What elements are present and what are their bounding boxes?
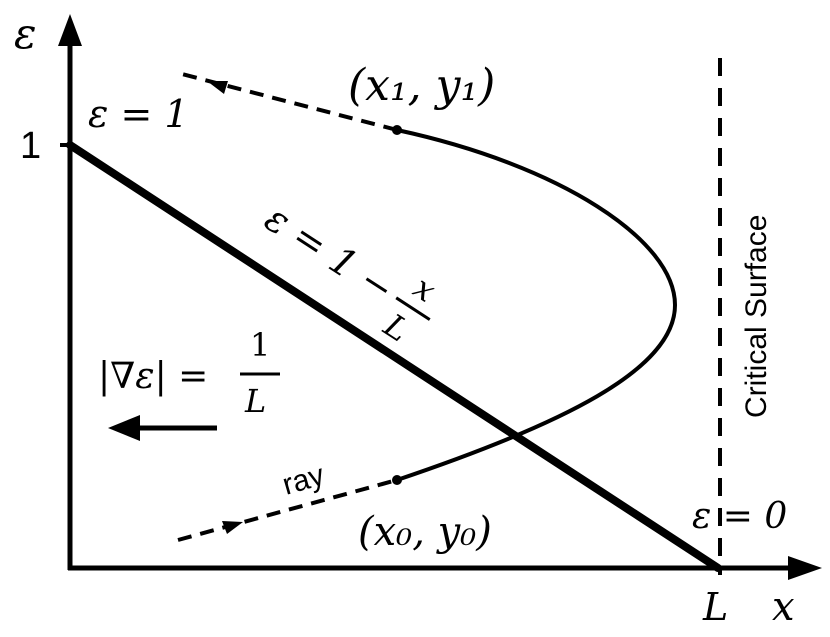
outgoing-ray-arrowhead — [207, 81, 228, 94]
line-equation-lhs: ε = 1 − — [257, 196, 402, 312]
incoming-ray-arrowhead — [222, 521, 243, 534]
line-equation-numerator: x — [407, 268, 443, 310]
permittivity-profile-line — [66, 141, 722, 572]
gradient-label-denominator: L — [244, 382, 266, 420]
point-start-dot — [392, 475, 402, 485]
point-end-label: (x₁, y₁) — [348, 60, 495, 111]
line-equation-fraction-bar — [395, 296, 431, 321]
point-start-label: (x₀, y₀) — [358, 509, 492, 555]
critical-surface-label: Critical Surface — [740, 215, 773, 418]
x-axis-label: x — [772, 584, 795, 630]
line-equation-denominator: L — [376, 306, 415, 350]
ray-label: ray — [279, 459, 328, 502]
y-tick-label: 1 — [20, 125, 41, 167]
gradient-arrowhead — [108, 415, 140, 441]
incoming-ray-dashed — [177, 478, 398, 542]
x-axis-arrowhead — [788, 556, 822, 580]
y-axis-arrowhead — [58, 14, 82, 46]
gradient-label-numerator: 1 — [250, 326, 270, 364]
y-axis-label: ε — [14, 9, 37, 58]
gradient-label-lhs: |∇ε| = — [98, 356, 208, 397]
epsilon-one-label: ε = 1 — [88, 92, 189, 136]
epsilon-zero-label: ε = 0 — [692, 496, 787, 537]
x-tick-label: L — [702, 585, 728, 629]
ray-trajectory-curve — [396, 128, 678, 482]
